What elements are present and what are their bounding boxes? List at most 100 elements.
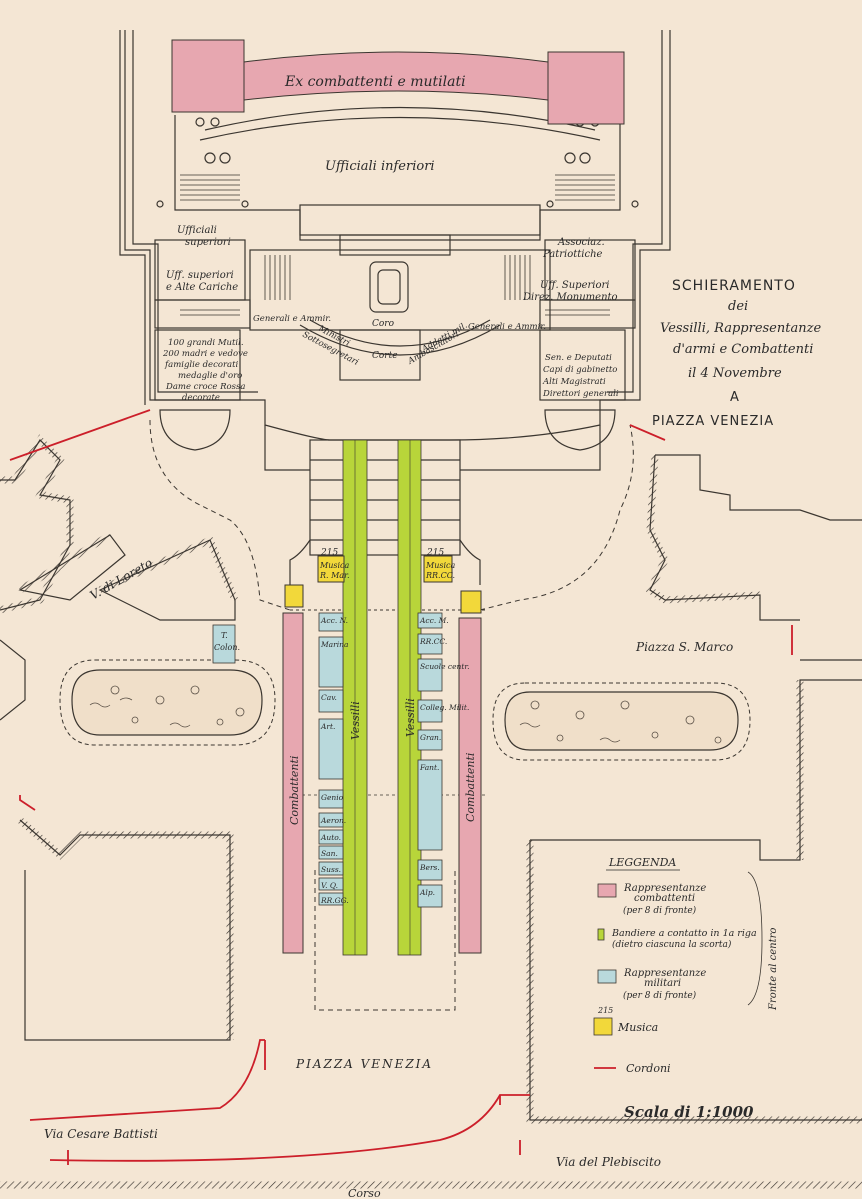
- label-ufficiali-sup-1: Ufficiali: [177, 225, 217, 236]
- musica-count-left: 215: [320, 548, 338, 558]
- legend-item3-1: Rappresentanze: [623, 968, 706, 979]
- left-unit-block: [318, 829, 344, 845]
- right-unit-block: [417, 859, 443, 881]
- label-piazza-venezia: PIAZZA VENEZIA: [295, 1057, 433, 1071]
- musica-left-small: [284, 584, 304, 608]
- right-unit-block: [417, 658, 443, 692]
- label-associaz-1: Associaz.: [557, 237, 605, 248]
- legend-item5: Cordoni: [626, 1062, 671, 1075]
- musica-count-right: 215: [426, 548, 444, 558]
- legend-item1-1: Rappresentanze: [623, 883, 706, 894]
- left-unit-block: [318, 812, 344, 828]
- piazza-dashed-outline: [149, 419, 634, 611]
- combattenti-right-label: Combattenti: [464, 753, 477, 822]
- legend-item2-2: (dietro ciascuna la scorta): [612, 939, 732, 950]
- legend-item3-2: militari: [644, 978, 681, 989]
- right-unit-label: Bers.: [419, 863, 440, 872]
- label-sen-3: Alti Magistrati: [542, 377, 606, 387]
- label-mutil-2: 200 madri e vedove: [162, 349, 248, 359]
- t-colon-block: [212, 624, 236, 664]
- label-ex-combattenti: Ex combattenti e mutilati: [284, 74, 466, 90]
- hatched-edges: [0, 434, 862, 1189]
- label-t-colon-1: T.: [221, 631, 228, 640]
- label-corso: Corso: [348, 1187, 381, 1199]
- left-unit-block: [318, 892, 344, 906]
- right-unit-label: Scuole centr.: [420, 662, 470, 671]
- legend-scale: Scala di 1:1000: [624, 1103, 754, 1121]
- label-coro: Coro: [372, 319, 395, 329]
- right-unit-label: RR.CC.: [419, 637, 447, 646]
- legend-swatch-green: [597, 928, 605, 941]
- legend-item2-1: Bandiere a contatto in 1a riga: [611, 928, 757, 939]
- left-unit-block: [318, 861, 344, 876]
- legend-musica-count: 215: [597, 1006, 613, 1015]
- label-associaz-2: Patriottiche: [542, 249, 603, 260]
- combattenti-right-bar: [458, 617, 482, 954]
- left-unit-label: Marina: [320, 640, 348, 649]
- left-unit-block: [318, 877, 344, 891]
- legend-swatch-blue: [597, 969, 617, 984]
- label-sen-1: Sen. e Deputati: [545, 353, 612, 363]
- vessilli-right-bar: [397, 439, 422, 956]
- label-uff-sup-direz-2: Direz. Monumento: [522, 292, 618, 303]
- right-unit-label: Acc. M.: [419, 616, 449, 625]
- musica-right-label-2: RR.CC.: [425, 571, 455, 580]
- label-generali-left: Generali e Ammir.: [253, 314, 331, 324]
- label-generali-right: Generali e Ammir.: [468, 322, 546, 332]
- title-line-1: SCHIERAMENTO: [672, 278, 796, 294]
- left-unit-label: RR.GG.: [320, 896, 349, 905]
- label-piazza-s-marco: Piazza S. Marco: [635, 640, 733, 654]
- right-unit-label: Colleg. Milit.: [420, 703, 469, 712]
- label-ufficiali-inferiori: Ufficiali inferiori: [325, 159, 435, 174]
- left-unit-label: Genio: [321, 793, 344, 802]
- vessilli-left-label: Vessilli: [349, 701, 362, 740]
- label-uff-sup-direz-1: Uff. Superiori: [540, 280, 609, 291]
- left-unit-block: [318, 789, 344, 809]
- rear-dashed-outline: [314, 870, 456, 1011]
- right-unit-block: [417, 884, 443, 908]
- label-via-del-plebiscito: Via del Plebiscito: [556, 1155, 661, 1169]
- title-line-5: il 4 Novembre: [688, 366, 782, 381]
- musica-left-label-1: Musica: [319, 561, 349, 570]
- right-unit-block: [417, 699, 443, 723]
- combattenti-left-bar: [282, 612, 304, 954]
- right-unit-block: [417, 633, 443, 655]
- legend: LEGGENDA 215 Rappresentanze combattenti …: [593, 856, 779, 1121]
- left-unit-label: Cav.: [321, 693, 337, 702]
- label-mutil-4: medaglie d'oro: [178, 371, 242, 381]
- legend-title: LEGGENDA: [608, 856, 676, 869]
- left-unit-label: V. Q.: [321, 881, 338, 890]
- musica-left-block: [317, 555, 345, 583]
- right-unit-block: [417, 729, 443, 751]
- formation: Acc. N.MarinaCav.Art.GenioAeron.Auto.San…: [282, 439, 482, 956]
- label-mutil-6: decorate: [182, 393, 220, 403]
- legend-item4: Musica: [617, 1021, 658, 1034]
- left-unit-label: Auto.: [320, 833, 341, 842]
- label-corte: Corte: [372, 351, 398, 361]
- left-unit-label: Acc. N.: [320, 616, 348, 625]
- right-unit-label: Fant.: [419, 763, 439, 772]
- label-mutil-5: Dame croce Rossa: [165, 382, 245, 392]
- right-unit-block: [417, 612, 443, 629]
- left-unit-label: Art.: [320, 722, 335, 731]
- left-unit-block: [318, 612, 344, 632]
- title-line-3: Vessilli, Rappresentanze: [660, 321, 821, 336]
- vessilli-right-label: Vessilli: [404, 698, 417, 737]
- musica-right-label-1: Musica: [425, 561, 455, 570]
- title-line-7: PIAZZA VENEZIA: [652, 414, 774, 429]
- musica-left-label-2: R. Mar.: [319, 571, 350, 580]
- title-line-6: A: [730, 390, 740, 405]
- title-line-2: dei: [728, 299, 748, 314]
- label-ufficiali-sup-2: superiori: [185, 237, 231, 248]
- musica-right-small: [460, 590, 482, 614]
- right-unit-label: Gran.: [420, 733, 441, 742]
- legend-swatch-yellow: [593, 1017, 613, 1036]
- legend-fronte: Fronte al centro: [768, 928, 779, 1011]
- cordoni-lines: [9, 409, 793, 1165]
- label-sen-2: Capi di gabinetto: [543, 365, 617, 375]
- left-unit-label: San.: [321, 849, 338, 858]
- garden-left: [59, 659, 276, 746]
- label-uff-sup-alte-2: e Alte Cariche: [166, 282, 238, 293]
- right-unit-block: [417, 759, 443, 851]
